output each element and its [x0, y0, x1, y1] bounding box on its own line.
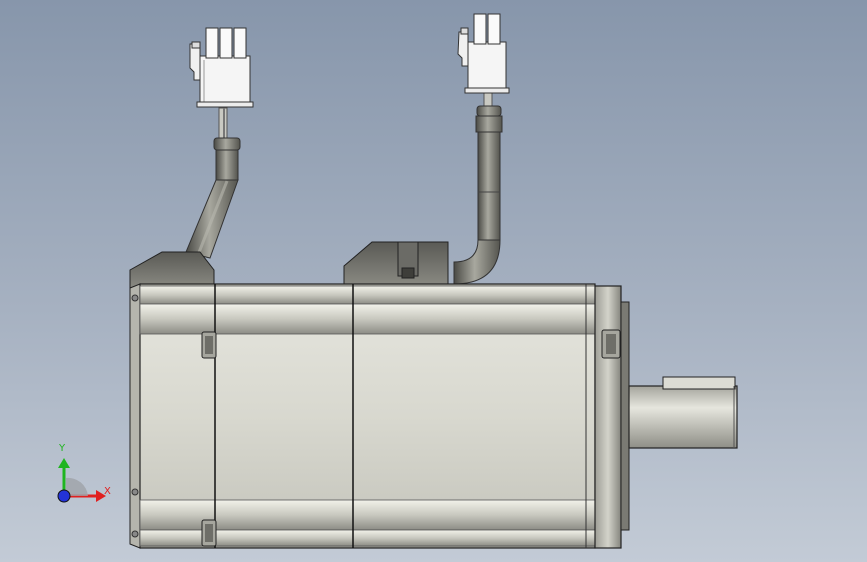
right-connector — [457, 13, 510, 94]
cable-entry-box — [343, 241, 449, 287]
x-axis-arrow-icon — [96, 490, 106, 502]
x-axis-label: X — [104, 486, 111, 497]
z-axis-dot-icon — [57, 489, 71, 503]
left-connector — [189, 27, 254, 108]
right-cable — [453, 91, 503, 285]
y-axis-label: Y — [59, 443, 66, 454]
y-axis-arrow-icon — [58, 458, 70, 468]
left-cable — [185, 107, 241, 259]
output-shaft — [628, 376, 738, 449]
axis-triad — [57, 458, 106, 503]
front-flange — [594, 285, 630, 549]
motor-body — [129, 283, 596, 549]
rear-cable-cap — [129, 251, 215, 289]
